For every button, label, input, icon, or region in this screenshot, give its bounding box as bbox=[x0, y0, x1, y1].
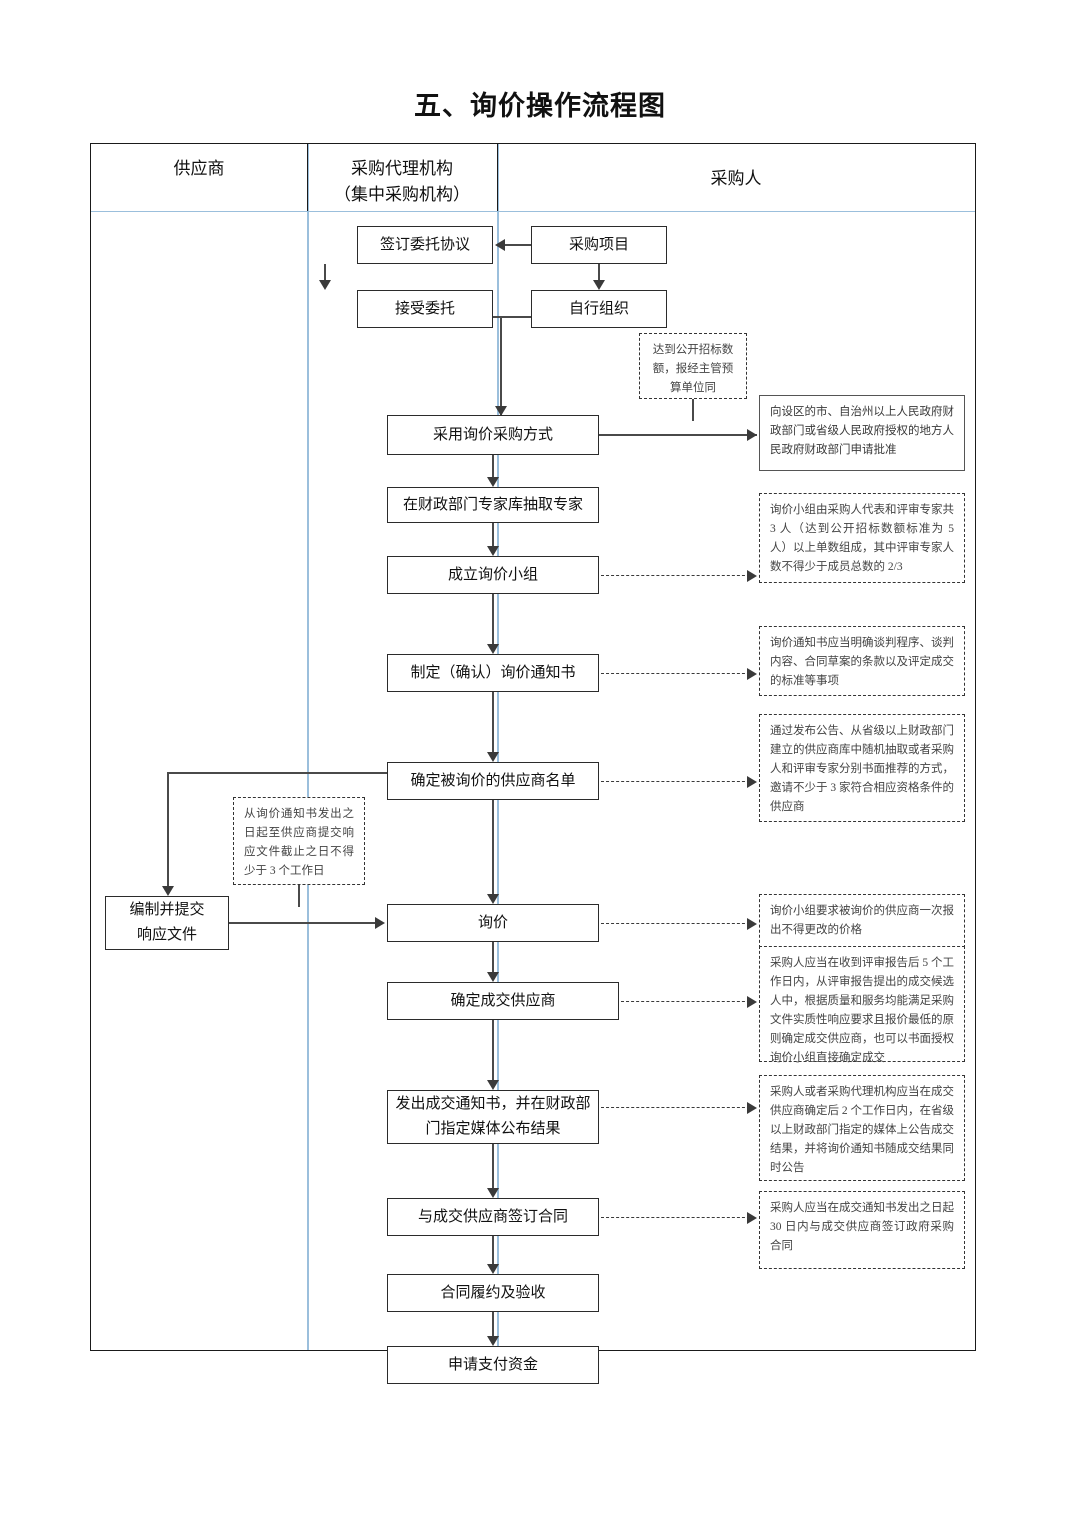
arrowhead-project-to-sign bbox=[495, 239, 505, 251]
connector-deadline-note-down bbox=[298, 885, 300, 907]
note-one-time-price: 询价小组要求被询价的供应商一次报出不得更改的价格 bbox=[759, 894, 965, 948]
lane-header-supplier: 供应商 bbox=[173, 159, 225, 178]
connector-list-to-supplier-lane bbox=[167, 772, 389, 774]
connector-response-to-inquiry bbox=[229, 922, 377, 924]
header-separator-1 bbox=[307, 144, 309, 212]
note-supplier-invitation: 通过发布公告、从省级以上财政部门建立的供应商库中随机抽取或者采购人和评审专家分别… bbox=[759, 714, 965, 822]
page-title: 五、询价操作流程图 bbox=[414, 91, 666, 121]
lane-header-agency-line1: 采购代理机构 bbox=[351, 159, 453, 178]
box-draw-experts[interactable]: 在财政部门专家库抽取专家 bbox=[387, 487, 599, 523]
arrowhead-to-prepare-response bbox=[162, 886, 174, 896]
box-procurement-project[interactable]: 采购项目 bbox=[531, 226, 667, 264]
arrowhead-performance-to-payment bbox=[487, 1336, 499, 1346]
connector-sign-to-accept bbox=[324, 264, 326, 282]
box-sign-contract[interactable]: 与成交供应商签订合同 bbox=[387, 1198, 599, 1236]
note-inquiry-group-composition: 询价小组由采购人代表和评审专家共 3 人（达到公开招标数额标准为 5 人）以上单… bbox=[759, 493, 965, 583]
connector-winner-to-note bbox=[621, 1001, 755, 1002]
box-issue-notice-line2: 门指定媒体公布结果 bbox=[425, 1121, 561, 1137]
lane-separator-1 bbox=[307, 144, 309, 1350]
connector-winner-to-issue bbox=[492, 1020, 494, 1086]
connector-project-to-self bbox=[598, 264, 600, 282]
connector-notice-to-note bbox=[601, 673, 755, 674]
box-inquiry[interactable]: 询价 bbox=[387, 904, 599, 942]
arrowhead-sign-to-accept bbox=[319, 280, 331, 290]
arrowhead-contract-to-performance bbox=[487, 1264, 499, 1274]
arrowhead-inquiry-to-winner bbox=[487, 972, 499, 982]
flowchart-frame: 供应商 采购代理机构 （集中采购机构） 采购人 签订委托协议 采购项目 接受委托… bbox=[90, 143, 976, 1384]
note-inquiry-notice-content: 询价通知书应当明确谈判程序、谈判内容、合同草案的条款以及评定成交的标准等事项 bbox=[759, 626, 965, 696]
connector-issue-to-note bbox=[601, 1107, 755, 1108]
box-prepare-submit-response[interactable]: 编制并提交 响应文件 bbox=[105, 896, 229, 950]
arrowhead-adopt-to-experts bbox=[487, 477, 499, 487]
header-separator-2 bbox=[497, 144, 499, 212]
lane-header-purchaser: 采购人 bbox=[710, 169, 762, 188]
connector-experts-to-group bbox=[492, 523, 494, 551]
connector-contract-to-performance bbox=[492, 1236, 494, 1270]
lane-header-agency: 采购代理机构 （集中采购机构） bbox=[307, 156, 497, 208]
header-rule bbox=[91, 211, 975, 213]
connector-accept-to-bus bbox=[493, 316, 533, 318]
arrowhead-issue-to-contract bbox=[487, 1188, 499, 1198]
arrowhead-contract-to-note bbox=[747, 1212, 757, 1224]
connector-project-to-sign bbox=[505, 244, 533, 246]
lane-separator-2 bbox=[497, 144, 499, 1350]
arrowhead-winner-to-issue bbox=[487, 1080, 499, 1090]
connector-performance-to-payment bbox=[492, 1312, 494, 1342]
lane-header-agency-line2: （集中采购机构） bbox=[334, 185, 470, 204]
arrowhead-inquiry-to-note bbox=[747, 918, 757, 930]
box-issue-notice-line1: 发出成交通知书，并在财政部 bbox=[395, 1096, 591, 1112]
arrowhead-experts-to-group bbox=[487, 546, 499, 556]
connector-issue-to-contract bbox=[492, 1144, 494, 1194]
arrowhead-bus-to-adopt bbox=[495, 406, 507, 416]
box-establish-inquiry-group[interactable]: 成立询价小组 bbox=[387, 556, 599, 594]
note-sign-contract-rule: 采购人应当在成交通知书发出之日起 30 日内与成交供应商签订政府采购合同 bbox=[759, 1191, 965, 1269]
connector-inquiry-to-winner bbox=[492, 942, 494, 978]
box-contract-performance-acceptance[interactable]: 合同履约及验收 bbox=[387, 1274, 599, 1312]
box-determine-winning-supplier[interactable]: 确定成交供应商 bbox=[387, 982, 619, 1020]
connector-adopt-to-approval bbox=[599, 434, 757, 436]
connector-group-to-notice bbox=[492, 594, 494, 650]
box-prepare-submit-response-line2: 响应文件 bbox=[136, 927, 197, 943]
box-apply-payment[interactable]: 申请支付资金 bbox=[387, 1346, 599, 1384]
arrowhead-group-to-note bbox=[747, 570, 757, 582]
note-determine-winner-rule: 采购人应当在收到评审报告后 5 个工作日内，从评审报告提出的成交候选人中，根据质… bbox=[759, 946, 965, 1064]
connector-contract-to-note bbox=[601, 1217, 755, 1218]
arrowhead-notice-to-list bbox=[487, 752, 499, 762]
connector-list-to-inquiry bbox=[492, 800, 494, 900]
arrowhead-group-to-notice bbox=[487, 644, 499, 654]
arrowhead-list-to-inquiry bbox=[487, 894, 499, 904]
arrowhead-winner-to-note bbox=[747, 996, 757, 1008]
connector-supplier-lane-down bbox=[167, 772, 169, 892]
box-issue-notice-publish[interactable]: 发出成交通知书，并在财政部 门指定媒体公布结果 bbox=[387, 1090, 599, 1144]
arrowhead-notice-to-note bbox=[747, 668, 757, 680]
arrowhead-response-to-inquiry bbox=[375, 917, 385, 929]
connector-inquiry-to-note bbox=[601, 923, 755, 924]
box-adopt-inquiry-method[interactable]: 采用询价采购方式 bbox=[387, 415, 599, 455]
note-response-deadline: 从询价通知书发出之日起至供应商提交响应文件截止之日不得少于 3 个工作日 bbox=[233, 797, 365, 885]
note-open-tender-amount: 达到公开招标数额，报经主管预算单位同 bbox=[639, 333, 747, 399]
connector-group-to-note bbox=[601, 575, 755, 576]
box-prepare-submit-response-line1: 编制并提交 bbox=[129, 902, 205, 918]
box-accept-entrust[interactable]: 接受委托 bbox=[357, 290, 493, 328]
arrowhead-list-to-note bbox=[747, 776, 757, 788]
connector-note-tender-down bbox=[692, 399, 694, 421]
connector-list-to-note bbox=[601, 781, 755, 782]
connector-notice-to-list bbox=[492, 692, 494, 758]
note-apply-approval: 向设区的市、自治州以上人民政府财政部门或省级人民政府授权的地方人民政府财政部门申… bbox=[759, 395, 965, 471]
arrowhead-issue-to-note bbox=[747, 1102, 757, 1114]
arrowhead-project-to-self bbox=[593, 280, 605, 290]
arrowhead-adopt-to-approval bbox=[747, 429, 757, 441]
box-sign-entrust-agreement[interactable]: 签订委托协议 bbox=[357, 226, 493, 264]
box-self-organize[interactable]: 自行组织 bbox=[531, 290, 667, 328]
box-determine-supplier-list[interactable]: 确定被询价的供应商名单 bbox=[387, 762, 599, 800]
box-make-inquiry-notice[interactable]: 制定（确认）询价通知书 bbox=[387, 654, 599, 692]
note-publish-result-rule: 采购人或者采购代理机构应当在成交供应商确定后 2 个工作日内，在省级以上财政部门… bbox=[759, 1075, 965, 1181]
connector-adopt-to-experts bbox=[492, 455, 494, 481]
connector-bus-vertical bbox=[500, 316, 502, 420]
